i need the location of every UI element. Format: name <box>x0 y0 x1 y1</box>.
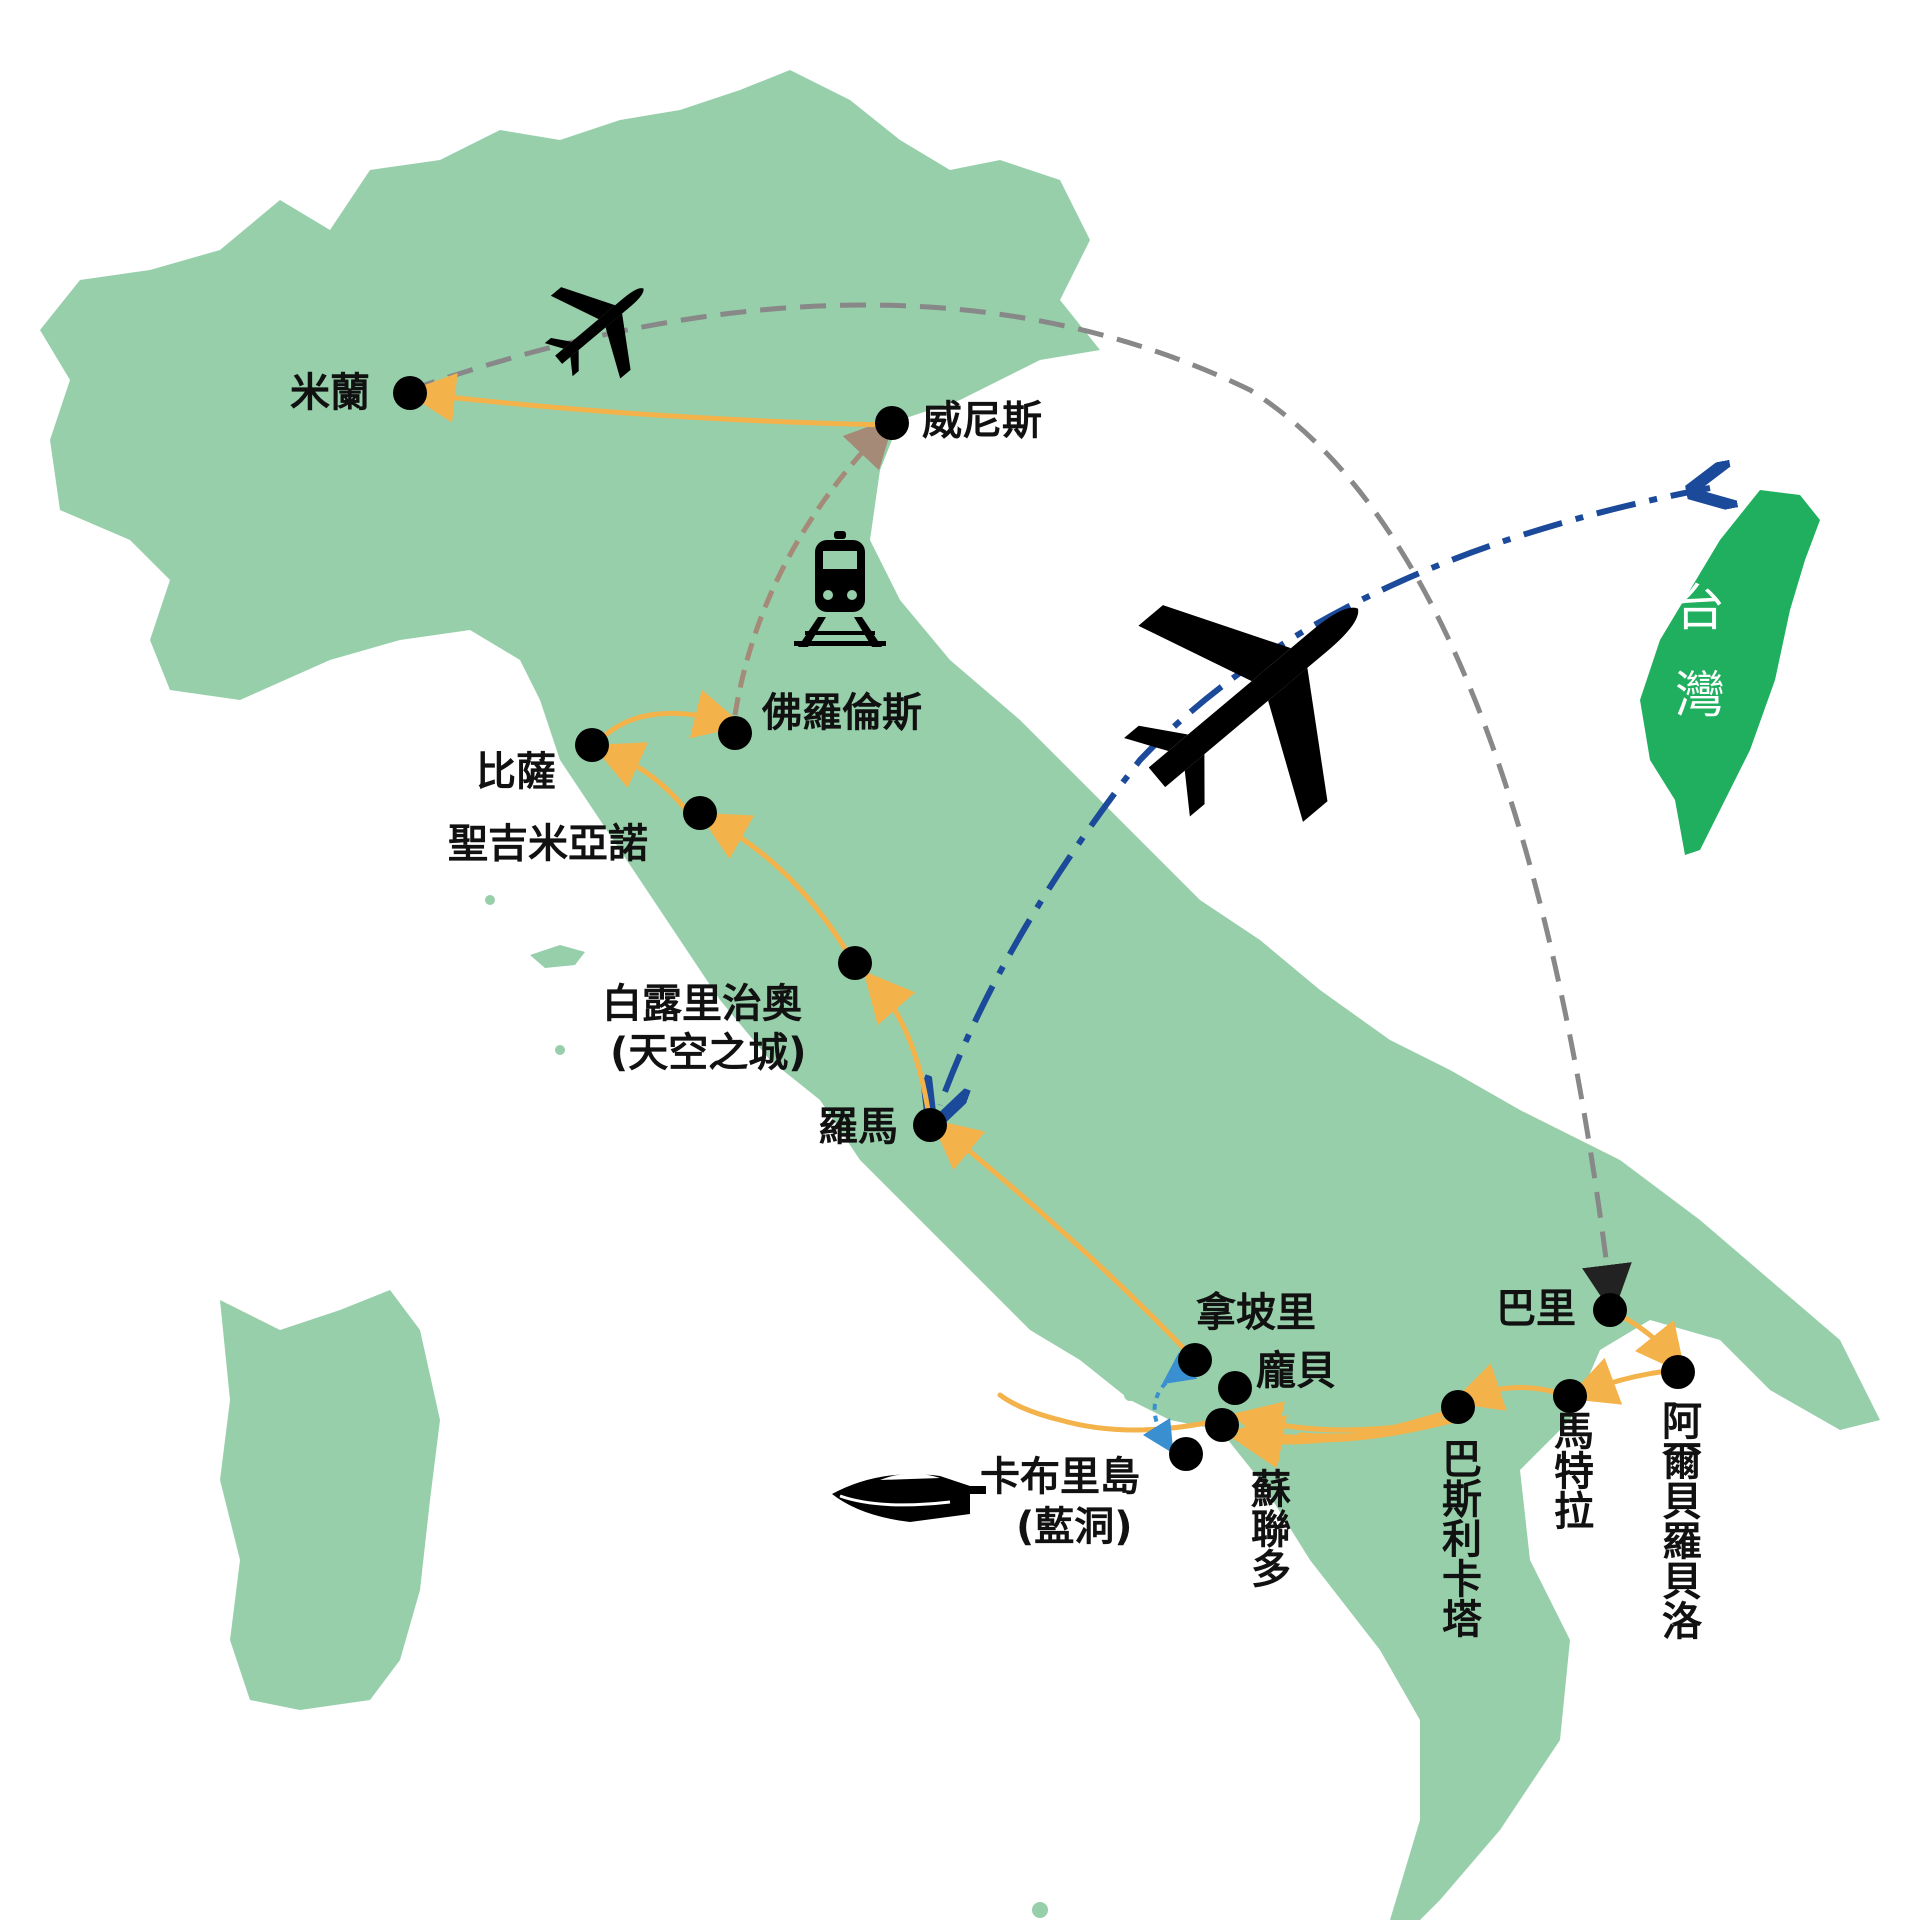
airplane-icon <box>1124 605 1359 822</box>
label-pompeii: 龐貝 <box>1256 1348 1336 1394</box>
city-dot-matera <box>1553 1379 1587 1413</box>
city-dot-rome <box>913 1108 947 1142</box>
label-florence: 佛羅倫斯 <box>761 690 922 736</box>
city-dot-bari <box>1593 1293 1627 1327</box>
label-bagnoregio: 白露里治奧 <box>602 981 802 1027</box>
city-dot-san-gimignano <box>683 796 717 830</box>
label-rome: 羅馬 <box>818 1104 898 1150</box>
city-dot-milan <box>393 376 427 410</box>
label-taiwan-1: 台 <box>1675 579 1725 637</box>
label-taiwan-2: 灣 <box>1675 666 1725 724</box>
city-dot-pisa <box>575 728 609 762</box>
label-pisa: 比薩 <box>476 749 556 795</box>
small-island <box>1032 1902 1048 1918</box>
city-dot-sorrento <box>1205 1408 1239 1442</box>
city-dot-alberobello <box>1661 1355 1695 1389</box>
city-dot-basilicata <box>1441 1390 1475 1424</box>
speedboat-icon <box>832 1473 986 1522</box>
label-matera: 馬特拉 <box>1547 1410 1594 1530</box>
label-basilicata: 巴斯利卡塔 <box>1435 1438 1482 1638</box>
label-alberobello: 阿爾貝羅貝洛 <box>1655 1400 1702 1640</box>
city-dot-florence <box>718 716 752 750</box>
label-bari: 巴里 <box>1496 1286 1576 1332</box>
label-san-gimignano: 聖吉米亞諾 <box>448 821 648 867</box>
label-capri-sub: (藍洞) <box>1016 1504 1133 1550</box>
small-island <box>555 1045 565 1055</box>
label-capri: 卡布里島 <box>980 1454 1140 1500</box>
label-venice: 威尼斯 <box>922 398 1042 444</box>
city-dot-pompeii <box>1218 1371 1252 1405</box>
label-sorrento: 蘇聯多 <box>1244 1468 1291 1588</box>
city-dots <box>393 376 1695 1471</box>
label-milan: 米蘭 <box>290 370 370 416</box>
train-icon <box>794 531 886 647</box>
small-island <box>1124 1389 1136 1401</box>
train-route <box>732 416 896 716</box>
label-naples: 拿坡里 <box>1195 1290 1316 1336</box>
city-dot-capri <box>1169 1437 1203 1471</box>
label-bagnoregio-sub: (天空之城) <box>610 1030 807 1076</box>
taiwan-island <box>1640 490 1820 855</box>
city-dot-bagnoregio <box>838 946 872 980</box>
boat-route <box>1142 1352 1198 1454</box>
city-dot-naples <box>1178 1343 1212 1377</box>
elba-island <box>530 945 585 968</box>
sardinia-island <box>220 1290 440 1710</box>
airplane-icon <box>544 287 644 379</box>
small-island <box>485 895 495 905</box>
city-dot-venice <box>875 406 909 440</box>
